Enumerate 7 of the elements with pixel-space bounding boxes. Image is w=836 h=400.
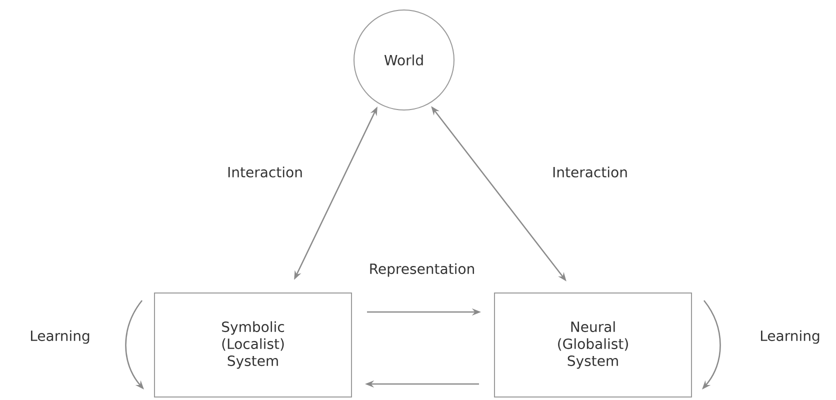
system-box: Neural (Globalist) System <box>494 292 692 398</box>
edge-label: Learning <box>758 329 822 345</box>
system-box: Symbolic (Localist) System <box>154 292 352 398</box>
edge-label: Representation <box>368 262 476 278</box>
edge-label: Learning <box>28 329 92 345</box>
edge-label: Interaction <box>226 166 304 178</box>
edge-label: Interaction <box>551 166 629 178</box>
